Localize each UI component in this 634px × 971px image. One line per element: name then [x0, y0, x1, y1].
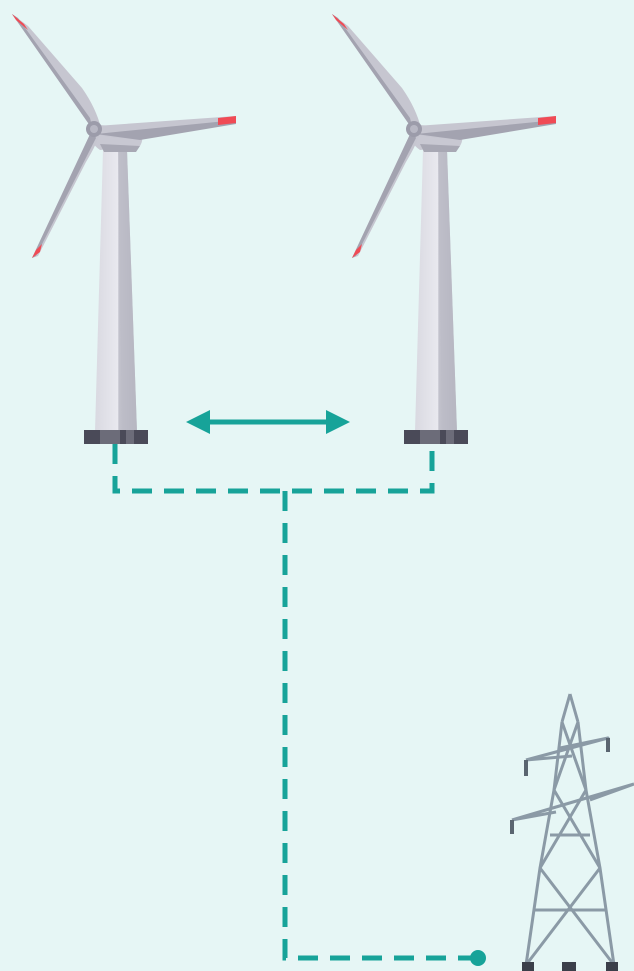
pylon-feet	[522, 962, 618, 971]
wind-turbine-left	[12, 14, 236, 444]
grid-connection-point	[470, 950, 486, 966]
wind-turbine-right	[332, 14, 556, 444]
collector-cable	[115, 444, 478, 958]
transmission-pylon	[512, 694, 634, 965]
spacing-arrow	[186, 410, 350, 434]
